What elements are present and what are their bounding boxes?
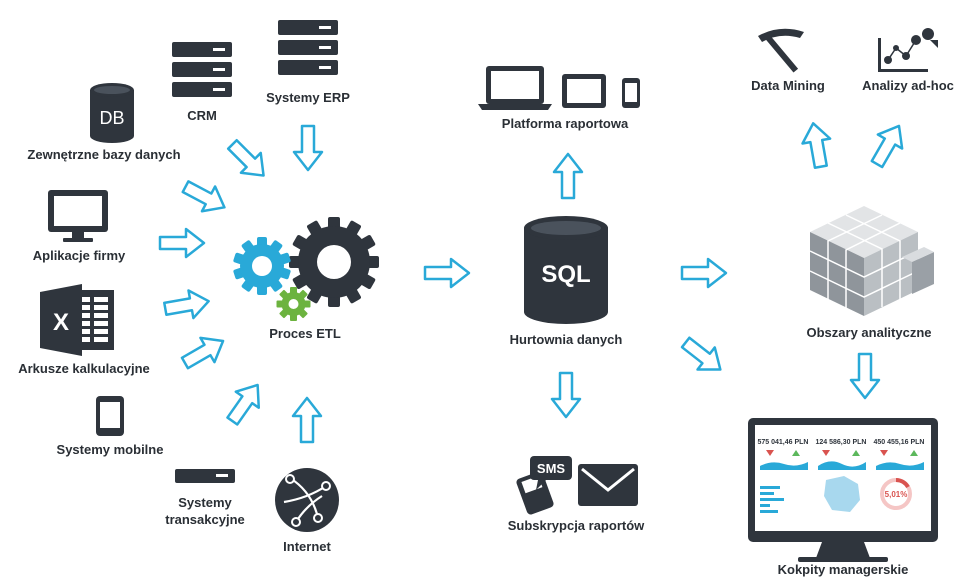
gear-icon-large xyxy=(289,217,379,307)
sql-database-icon: SQL xyxy=(524,216,608,324)
arrow-sheets-to-etl xyxy=(161,286,213,324)
server-stack-icon-crm xyxy=(172,42,232,97)
server-icon-transactional xyxy=(175,469,235,483)
label-data-warehouse: Hurtownia danych xyxy=(509,332,623,347)
kpi-value-3: 450 455,16 PLN xyxy=(874,439,925,446)
arrow-db-to-etl xyxy=(177,173,233,221)
label-spreadsheets: Arkusze kalkulacyjne xyxy=(18,361,150,376)
label-external-databases: Zewnętrzne bazy danych xyxy=(27,147,181,162)
label-mobile-systems: Systemy mobilne xyxy=(56,442,164,457)
arrow-transactional-to-etl xyxy=(219,375,271,431)
sms-phone-icon: SMS xyxy=(516,456,572,515)
arrow-analytics-to-adhoc xyxy=(863,117,913,173)
kpi-value-1: 575 041,46 PLN xyxy=(758,439,809,446)
label-erp: Systemy ERP xyxy=(266,90,350,105)
scatter-chart-icon xyxy=(878,28,938,72)
label-company-apps: Aplikacje firmy xyxy=(32,248,126,263)
smartphone-icon xyxy=(622,78,640,108)
tablet-icon xyxy=(562,74,606,108)
globe-icon xyxy=(275,468,339,532)
monitor-icon xyxy=(48,190,108,242)
label-analytical-areas: Obszary analityczne xyxy=(806,325,932,340)
arrow-warehouse-to-dashboards xyxy=(675,330,731,382)
laptop-icon xyxy=(478,66,552,110)
gauge-value: 5,01% xyxy=(885,490,908,499)
excel-icon-text: X xyxy=(53,309,69,336)
label-management-dashboards: Kokpity managerskie xyxy=(777,562,909,577)
arrow-warehouse-to-subscription xyxy=(550,371,582,419)
label-crm: CRM xyxy=(187,108,217,123)
sql-icon-text: SQL xyxy=(541,261,590,288)
db-icon-text: DB xyxy=(99,108,124,128)
etl-gears-icon xyxy=(233,217,379,321)
server-stack-icon-erp xyxy=(278,20,338,75)
arrow-crm-to-etl xyxy=(221,133,275,187)
phone-icon xyxy=(96,396,124,436)
sms-icon-text: SMS xyxy=(537,461,566,476)
envelope-icon xyxy=(578,464,638,506)
dashboard-monitor-icon: 575 041,46 PLN 124 586,30 PLN 450 455,16… xyxy=(748,418,938,562)
label-reporting-platform: Platforma raportowa xyxy=(501,116,629,131)
gear-icon-green xyxy=(276,287,311,321)
arrow-mobile-to-etl xyxy=(176,327,232,377)
label-transactional-line1: Systemy xyxy=(178,495,232,510)
label-report-subscription: Subskrypcja raportów xyxy=(507,518,645,533)
arrow-etl-to-warehouse xyxy=(423,257,471,289)
pickaxe-icon xyxy=(758,28,804,73)
arrow-erp-to-etl xyxy=(292,124,324,172)
database-icon: DB xyxy=(90,83,134,143)
olap-cube-icon xyxy=(809,206,934,316)
excel-icon: X xyxy=(40,284,114,356)
arrow-internet-to-etl xyxy=(291,396,323,444)
arrow-apps-to-etl xyxy=(158,227,206,259)
label-transactional-line2: transakcyjne xyxy=(165,512,245,527)
arrow-analytics-to-dashboards xyxy=(849,352,881,400)
arrow-warehouse-to-platform xyxy=(552,152,584,200)
devices-icon xyxy=(478,66,640,110)
label-adhoc-analysis: Analizy ad-hoc xyxy=(862,78,954,93)
label-internet: Internet xyxy=(283,539,331,554)
gear-icon-blue xyxy=(233,237,291,295)
arrow-warehouse-to-analytics xyxy=(680,257,728,289)
arrow-analytics-to-mining xyxy=(798,119,836,171)
label-etl-process: Proces ETL xyxy=(269,326,341,341)
kpi-value-2: 124 586,30 PLN xyxy=(816,439,867,446)
label-data-mining: Data Mining xyxy=(751,78,825,93)
